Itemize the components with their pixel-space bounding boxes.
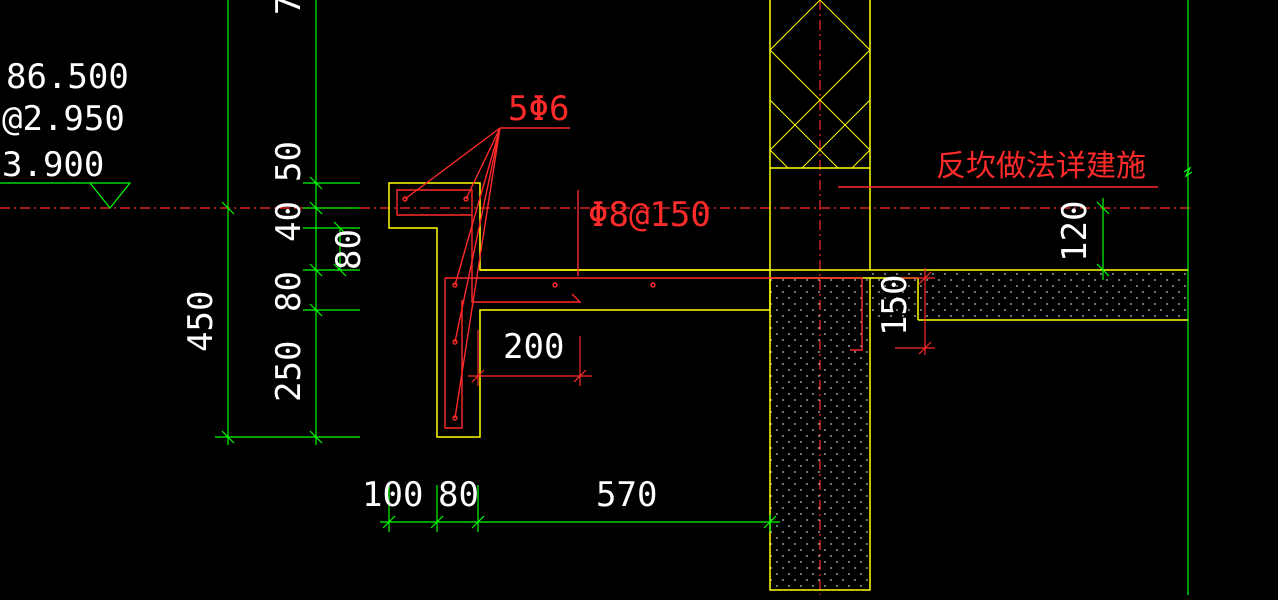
elevation-label-1: 86.500 bbox=[6, 57, 129, 97]
dim-120: 120 bbox=[1055, 201, 1095, 262]
rebar-label-stirrup: Φ8@150 bbox=[588, 195, 711, 235]
floor-slab bbox=[480, 269, 1188, 321]
dim-250: 250 bbox=[269, 341, 309, 402]
dim-50: 50 bbox=[269, 141, 309, 182]
rebar bbox=[396, 127, 1158, 429]
concrete-column bbox=[769, 277, 871, 591]
dim-40: 40 bbox=[269, 201, 309, 242]
red-dimension-lines bbox=[468, 268, 935, 386]
dim-80-left: 80 bbox=[269, 271, 309, 312]
elevation-label-3: 3.900 bbox=[2, 145, 104, 185]
rebar-label-bars: 5Φ6 bbox=[508, 89, 569, 129]
top-cut-label: 7 bbox=[269, 0, 309, 15]
canopy-section-outline bbox=[388, 182, 771, 438]
dim-200: 200 bbox=[503, 327, 564, 367]
dim-150: 150 bbox=[875, 275, 915, 336]
brick-wall bbox=[769, 0, 871, 270]
dim-570: 570 bbox=[596, 475, 657, 515]
dim-80-bottom: 80 bbox=[438, 475, 479, 515]
dim-450: 450 bbox=[181, 291, 221, 352]
dimension-lines bbox=[0, 0, 1110, 532]
break-mark bbox=[1183, 166, 1193, 178]
dim-100: 100 bbox=[362, 475, 423, 515]
dim-80-inner: 80 bbox=[329, 229, 369, 270]
elevation-label-2: @2.950 bbox=[2, 99, 125, 139]
construction-note: 反坎做法详建施 bbox=[936, 149, 1146, 184]
